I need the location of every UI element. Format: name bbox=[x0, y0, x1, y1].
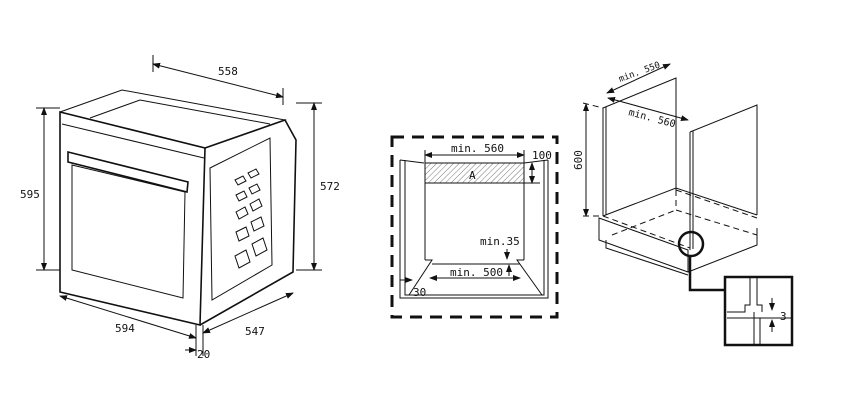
dim-niche-gap: min.35 bbox=[480, 235, 520, 248]
dim-oven-door: 20 bbox=[197, 348, 210, 361]
oven-side bbox=[199, 119, 297, 326]
oven-door-window bbox=[71, 164, 186, 299]
oven-handle bbox=[67, 150, 189, 194]
dim-niche-side: 30 bbox=[413, 286, 426, 299]
dim-oven-depth: 547 bbox=[245, 325, 265, 338]
dim-oven-width: 594 bbox=[115, 322, 135, 335]
dim-cabinet-depth: min. 550 bbox=[618, 61, 662, 85]
niche-outline bbox=[390, 135, 559, 319]
detail-box bbox=[723, 275, 794, 347]
dim-detail-gap: 3 bbox=[780, 310, 787, 323]
oven-control-panel bbox=[59, 111, 206, 159]
dim-niche-width: min. 560 bbox=[451, 142, 504, 155]
detail-callout-circle bbox=[677, 230, 705, 258]
cabinet-drawing: 600 min. 550 min. 560 3 bbox=[572, 61, 794, 347]
dim-cabinet-width: min. 560 bbox=[627, 107, 676, 130]
dim-oven-height: 595 bbox=[20, 188, 40, 201]
niche-drawing: A min. 560 100 min.35 min. 500 30 bbox=[390, 135, 559, 319]
dim-oven-top-depth: 558 bbox=[218, 65, 238, 78]
oven-drawing: 558 595 572 594 547 20 bbox=[20, 55, 340, 361]
area-a-label: A bbox=[469, 169, 476, 182]
dim-oven-side-height: 572 bbox=[320, 180, 340, 193]
dim-niche-top: 100 bbox=[532, 149, 552, 162]
oven-side-vents bbox=[234, 168, 268, 269]
dim-cabinet-height: 600 bbox=[572, 150, 585, 170]
dim-niche-bottom: min. 500 bbox=[450, 266, 503, 279]
